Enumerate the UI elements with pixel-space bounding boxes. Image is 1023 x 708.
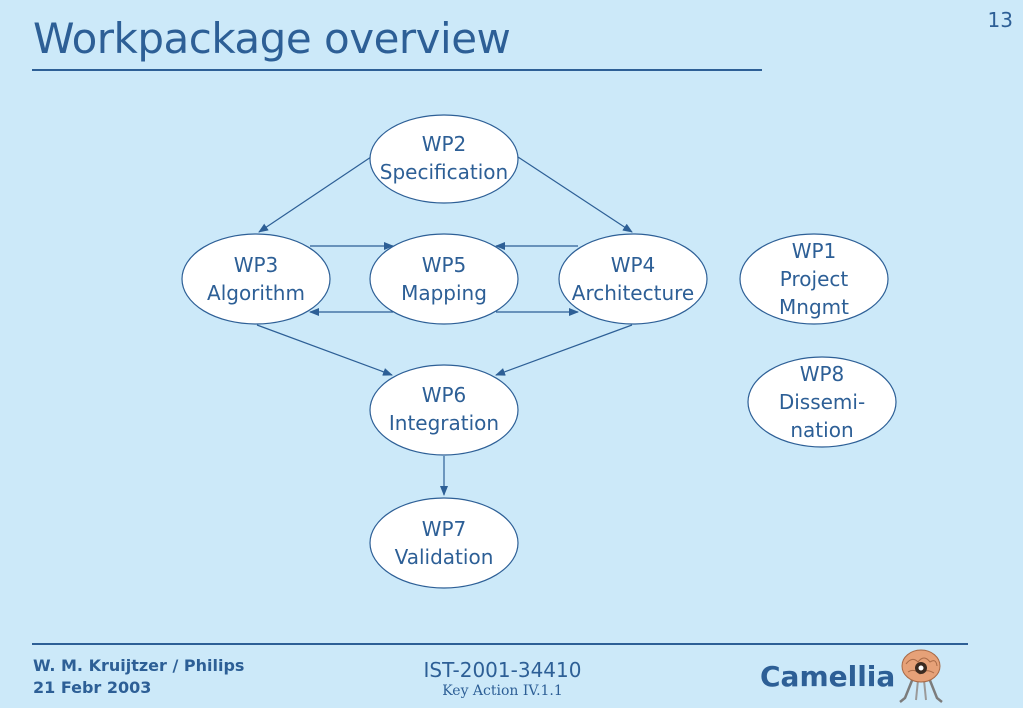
node-wp1-line-1: WP1 <box>792 239 837 263</box>
brand-name: Camellia <box>760 660 896 693</box>
footer-project-block: IST-2001-34410 Key Action IV.1.1 <box>400 658 605 700</box>
node-wp8-line-1: WP8 <box>800 362 845 386</box>
node-wp1-line-3: Mngmt <box>779 295 849 319</box>
node-wp4: WP4 Architecture <box>558 233 708 325</box>
edge-wp3-wp6 <box>256 324 393 376</box>
camellia-robot-logo-icon <box>899 649 943 703</box>
edge-wp4-wp6 <box>495 324 633 376</box>
footer-divider <box>32 643 968 645</box>
node-wp6-line-2: Integration <box>389 411 499 435</box>
node-wp7: WP7 Validation <box>369 497 519 589</box>
footer-key-action: Key Action IV.1.1 <box>442 683 563 699</box>
page-number: 13 <box>987 8 1013 32</box>
title-divider <box>32 69 762 71</box>
node-wp7-line-2: Validation <box>395 545 494 569</box>
node-wp8-line-3: nation <box>790 418 853 442</box>
node-wp5-line-1: WP5 <box>422 253 467 277</box>
node-wp4-line-2: Architecture <box>572 281 694 305</box>
node-wp3-line-1: WP3 <box>234 253 279 277</box>
node-wp2-line-2: Specification <box>380 160 508 184</box>
node-wp3: WP3 Algorithm <box>181 233 331 325</box>
footer-author-block: W. M. Kruijtzer / Philips 21 Febr 2003 <box>33 655 244 699</box>
node-wp5-line-2: Mapping <box>401 281 487 305</box>
node-wp8-line-2: Dissemi- <box>779 390 865 414</box>
node-wp7-line-1: WP7 <box>422 517 467 541</box>
node-wp1: WP1 Project Mngmt <box>739 233 889 325</box>
node-wp4-line-1: WP4 <box>611 253 656 277</box>
node-wp6: WP6 Integration <box>369 364 519 456</box>
footer-date: 21 Febr 2003 <box>33 678 152 697</box>
slide-title: Workpackage overview <box>33 14 511 63</box>
node-wp8: WP8 Dissemi- nation <box>747 356 897 448</box>
node-wp1-line-2: Project <box>780 267 849 291</box>
footer-author: W. M. Kruijtzer / Philips <box>33 656 245 675</box>
edge-wp2-wp4 <box>517 156 633 233</box>
node-wp2-line-1: WP2 <box>422 132 467 156</box>
node-wp5: WP5 Mapping <box>369 233 519 325</box>
node-wp3-line-2: Algorithm <box>207 281 305 305</box>
footer-project-code: IST-2001-34410 <box>423 658 582 682</box>
edge-wp2-wp3 <box>258 156 372 233</box>
node-wp6-line-1: WP6 <box>422 383 467 407</box>
node-wp2: WP2 Specification <box>369 114 519 204</box>
workpackage-diagram: WP2 Specification WP3 Algorithm WP5 Mapp… <box>181 114 897 589</box>
